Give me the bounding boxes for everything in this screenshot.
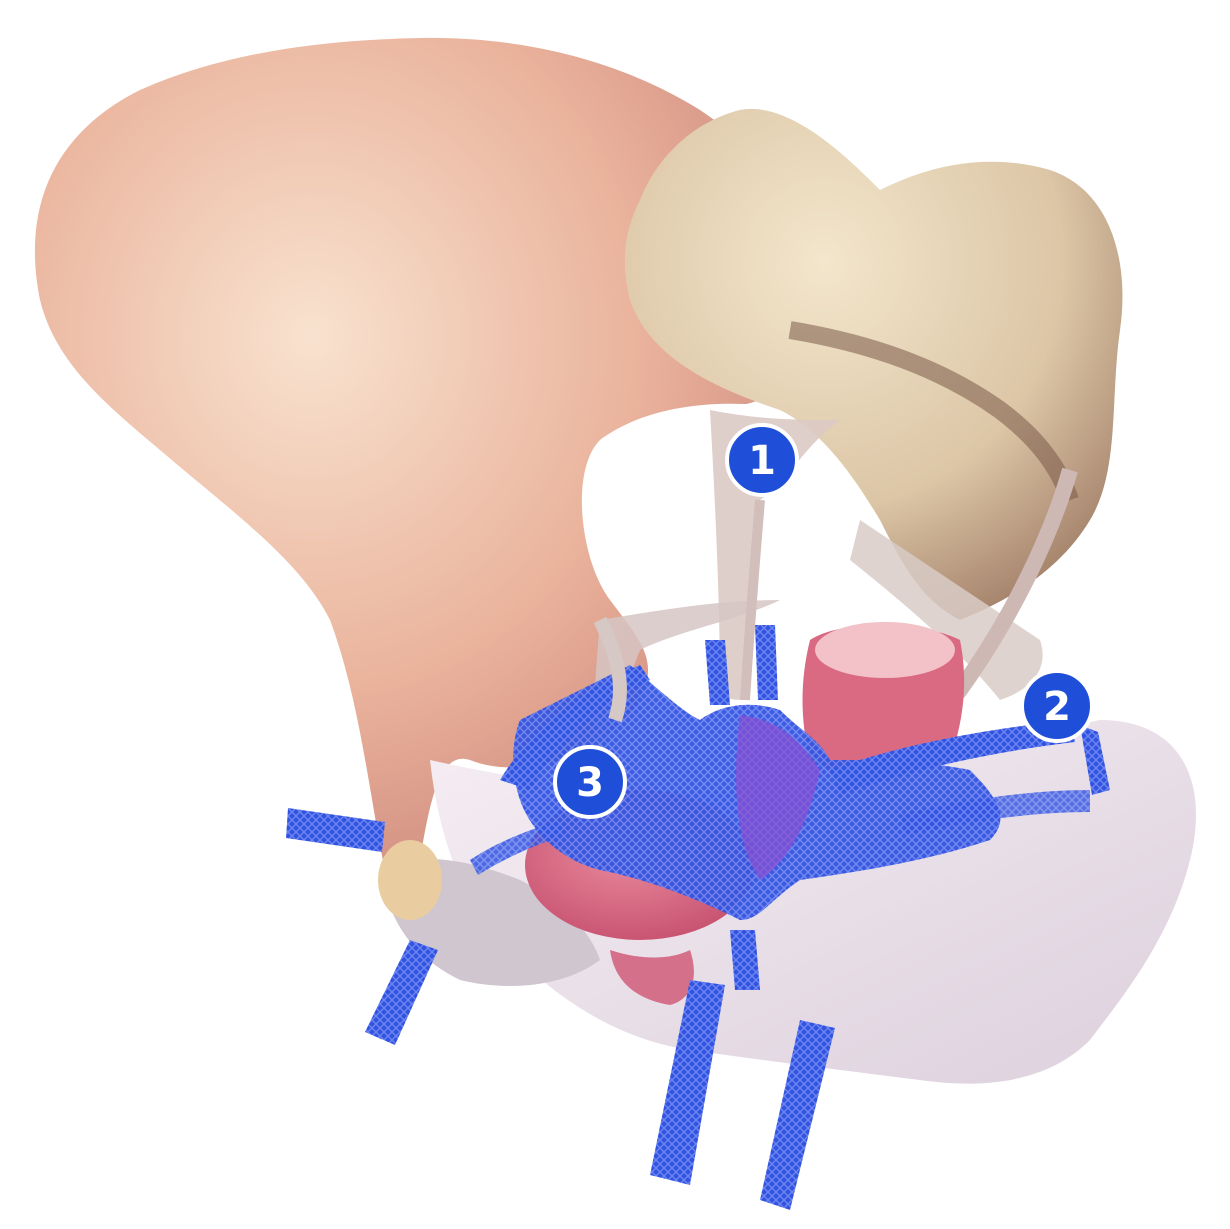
mesh-arm-upper-center-2 — [755, 625, 778, 700]
marker-3-label: 3 — [576, 760, 604, 806]
marker-2-label: 2 — [1043, 684, 1071, 730]
mesh-strip-center-down — [730, 930, 760, 990]
mesh-strip-left — [286, 808, 385, 852]
ischial-tuberosity — [378, 840, 442, 920]
marker-2: 2 — [1022, 671, 1092, 741]
marker-1-label: 1 — [748, 438, 776, 484]
marker-3: 3 — [555, 747, 625, 817]
rectum-opening — [815, 622, 955, 678]
mesh-strip-lower-left — [365, 940, 438, 1045]
marker-1: 1 — [727, 425, 797, 495]
